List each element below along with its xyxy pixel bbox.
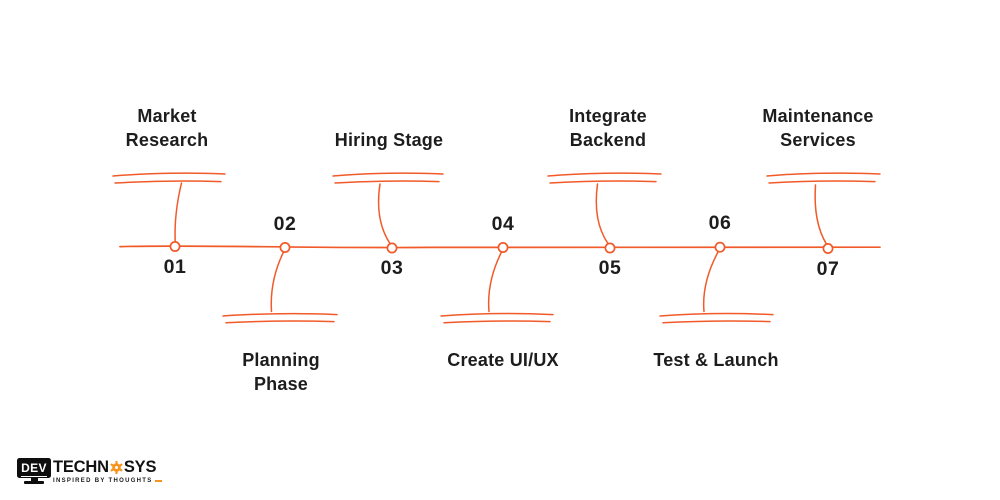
step-number-04: 04 xyxy=(491,213,515,235)
connector-step-06 xyxy=(702,251,719,313)
step-number-01: 01 xyxy=(163,256,187,278)
timeline-node-03 xyxy=(386,242,398,254)
timeline-node-02 xyxy=(279,242,291,253)
gear-icon xyxy=(110,461,123,474)
timeline-node-04 xyxy=(497,242,509,253)
tagline-dash xyxy=(154,479,162,482)
logo-tagline: INSPIRED BY THOUGHTS xyxy=(53,478,162,484)
timeline-node-06 xyxy=(714,241,726,253)
bar-test-launch xyxy=(659,312,774,324)
logo-wordmark: TECHN SYS xyxy=(53,459,162,476)
bar-integrate-backend xyxy=(547,172,662,184)
bar-market-research xyxy=(112,172,226,184)
step-label-maintenance-services: Maintenance Services xyxy=(762,106,874,150)
step-number-05: 05 xyxy=(598,257,622,279)
step-label-integrate-backend: Integrate Backend xyxy=(569,106,647,150)
connector-step-07 xyxy=(814,184,828,245)
bar-hiring-stage xyxy=(332,172,444,184)
logo-name-right: SYS xyxy=(123,458,157,476)
connector-step-01 xyxy=(174,182,183,243)
step-label-planning-phase: Planning Phase xyxy=(242,350,320,394)
bar-maintenance-services xyxy=(766,172,881,184)
logo-name-left: TECHN xyxy=(53,458,109,476)
step-number-02: 02 xyxy=(273,213,297,235)
step-label-market-research: Market Research xyxy=(125,106,209,150)
monitor-stand-neck xyxy=(30,478,38,481)
connector-step-04 xyxy=(487,251,503,313)
timeline-node-01 xyxy=(169,241,181,252)
connector-step-03 xyxy=(377,183,391,245)
monitor-icon: DEV xyxy=(17,458,51,484)
bar-create-uiux xyxy=(440,312,554,324)
monitor-stand-base xyxy=(24,481,44,484)
connector-step-02 xyxy=(270,251,285,313)
step-label-create-uiux: Create UI/UX xyxy=(447,350,559,370)
step-number-07: 07 xyxy=(816,258,840,280)
step-label-hiring-stage: Hiring Stage xyxy=(334,130,444,150)
connector-step-05 xyxy=(595,183,609,245)
step-number-06: 06 xyxy=(708,212,732,234)
monitor-bezel-line xyxy=(21,475,47,477)
timeline-node-07 xyxy=(822,243,834,254)
step-number-03: 03 xyxy=(380,257,404,279)
step-label-test-launch: Test & Launch xyxy=(653,350,779,370)
logo-monitor-text: DEV xyxy=(21,461,47,475)
timeline-node-05 xyxy=(604,242,616,254)
timeline-main-line xyxy=(119,245,881,249)
bar-planning-phase xyxy=(222,312,338,324)
dev-technosys-logo: DEV TECHN SYS xyxy=(17,458,162,484)
